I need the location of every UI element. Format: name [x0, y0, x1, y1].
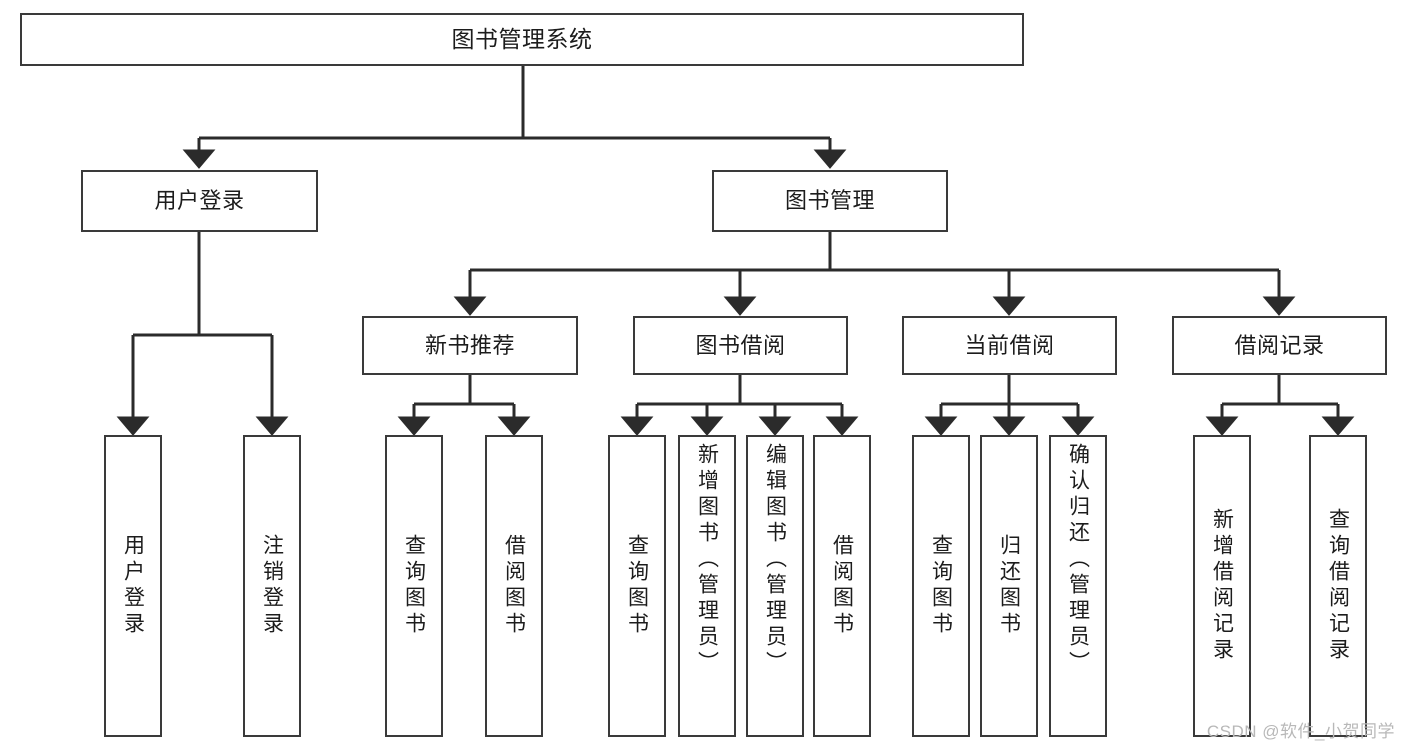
node-label: 注销登录: [260, 534, 284, 638]
node-label: 新增图书（管理员）: [695, 443, 719, 677]
node-user-login[interactable]: 用户登录: [81, 170, 318, 232]
node-label: 图书借阅: [695, 332, 786, 358]
node-label: 借阅图书: [502, 534, 526, 638]
node-label: 借阅记录: [1234, 332, 1325, 358]
node-label: 编辑图书（管理员）: [763, 443, 787, 677]
node-label: 用户登录: [121, 534, 145, 638]
node-new-book-recommendation[interactable]: 新书推荐: [362, 316, 578, 375]
node-book-management[interactable]: 图书管理: [712, 170, 948, 232]
leaf-new-book-rec-borrow-book[interactable]: 借阅图书: [485, 435, 543, 737]
node-label: 确认归还（管理员）: [1066, 443, 1090, 677]
watermark-text: CSDN @软件_小贺同学: [1206, 722, 1395, 741]
node-book-borrow[interactable]: 图书借阅: [633, 316, 848, 375]
leaf-book-borrow-add-book-admin[interactable]: 新增图书（管理员）: [678, 435, 736, 737]
node-borrow-record[interactable]: 借阅记录: [1172, 316, 1387, 375]
leaf-new-book-rec-query-book[interactable]: 查询图书: [385, 435, 443, 737]
node-label: 归还图书: [997, 534, 1021, 638]
node-label: 查询图书: [929, 534, 953, 638]
node-label: 用户登录: [154, 188, 245, 214]
leaf-current-borrow-confirm-return-admin[interactable]: 确认归还（管理员）: [1049, 435, 1107, 737]
node-current-borrow[interactable]: 当前借阅: [902, 316, 1117, 375]
leaf-current-borrow-return-book[interactable]: 归还图书: [980, 435, 1038, 737]
node-label: 查询图书: [402, 534, 426, 638]
node-label: 新书推荐: [424, 332, 515, 358]
node-label: 图书管理系统: [451, 25, 593, 52]
leaf-borrow-record-query-record[interactable]: 查询借阅记录: [1309, 435, 1367, 737]
leaf-book-borrow-edit-book-admin[interactable]: 编辑图书（管理员）: [746, 435, 804, 737]
node-label: 图书管理: [784, 188, 875, 214]
leaf-user-login-logout[interactable]: 注销登录: [243, 435, 301, 737]
node-label: 查询借阅记录: [1326, 508, 1350, 664]
node-label: 借阅图书: [830, 534, 854, 638]
leaf-current-borrow-query-book[interactable]: 查询图书: [912, 435, 970, 737]
leaf-book-borrow-query-book[interactable]: 查询图书: [608, 435, 666, 737]
node-root-system[interactable]: 图书管理系统: [20, 13, 1024, 66]
leaf-user-login-login[interactable]: 用户登录: [104, 435, 162, 737]
leaf-borrow-record-add-record[interactable]: 新增借阅记录: [1193, 435, 1251, 737]
leaf-book-borrow-borrow-book[interactable]: 借阅图书: [813, 435, 871, 737]
node-label: 当前借阅: [964, 332, 1055, 358]
node-label: 新增借阅记录: [1210, 508, 1234, 664]
node-label: 查询图书: [625, 534, 649, 638]
